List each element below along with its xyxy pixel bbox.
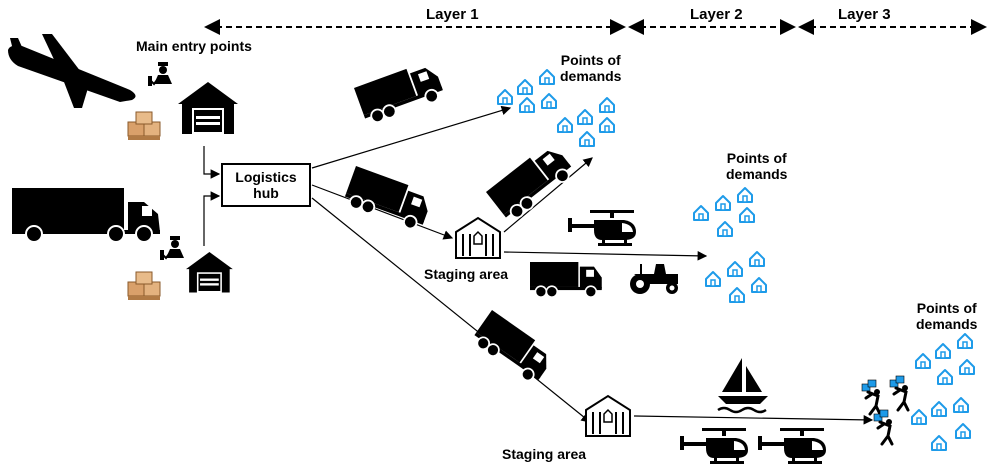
hub-to-staging1-arrow — [311, 184, 454, 240]
staging2-to-demand3-arrow — [633, 415, 874, 425]
customs-officer-icon — [147, 61, 173, 87]
layer1-label: Layer 1 — [420, 6, 485, 23]
layer2-label: Layer 2 — [684, 6, 749, 23]
demands-line1: Points of — [560, 52, 621, 68]
demands-line2: demands — [726, 166, 788, 182]
staging1-to-demand1-arrow — [503, 157, 593, 233]
entry2-connector — [203, 191, 221, 246]
customs-officer-icon — [159, 235, 185, 261]
logistics-hub-box: Logistics hub — [221, 163, 311, 207]
tractor-icon — [630, 264, 678, 294]
hub-to-staging2-arrow — [311, 197, 591, 423]
porter-icon — [860, 378, 882, 416]
points-of-demands-label: Points of demands — [916, 300, 977, 332]
demand2-houses — [693, 187, 767, 303]
demands-line1: Points of — [726, 150, 787, 166]
helicopter-icon — [680, 428, 748, 464]
demands-line1: Points of — [916, 300, 977, 316]
truck-icon — [469, 309, 557, 388]
hub-to-demand1-arrow — [311, 105, 512, 169]
staging1-to-demand2-arrow — [503, 251, 708, 261]
airplane-icon — [8, 34, 136, 108]
boxes-icon — [127, 111, 161, 141]
boxes-icon — [127, 271, 161, 301]
points-of-demands-label: Points of demands — [726, 150, 787, 182]
truck-icon — [485, 140, 578, 225]
porter-icon — [888, 374, 910, 412]
truck-icon — [353, 58, 447, 127]
warehouse-icon — [178, 82, 238, 134]
demands-line2: demands — [560, 68, 622, 84]
staging-area-label: Staging area — [502, 446, 587, 462]
sailboat-icon — [717, 358, 768, 414]
helicopter-icon — [758, 428, 826, 464]
truck-icon — [341, 165, 435, 234]
hub-label-line2: hub — [253, 185, 279, 201]
main-entry-points-label: Main entry points — [136, 38, 252, 54]
helicopter-icon — [568, 210, 636, 246]
points-of-demands-label: Points of demands — [560, 52, 621, 84]
staging-building-icon — [455, 217, 501, 259]
entry1-connector — [203, 146, 221, 179]
truck-icon — [12, 188, 160, 243]
demand3-houses — [911, 333, 975, 451]
hub-label-line1: Logistics — [235, 169, 297, 185]
demands-line2: demands — [916, 316, 978, 332]
staging-area-label: Staging area — [424, 266, 509, 282]
layer3-label: Layer 3 — [832, 6, 897, 23]
staging-building-icon — [585, 395, 631, 437]
warehouse-icon — [186, 252, 233, 293]
truck-icon — [529, 261, 603, 298]
porter-icon — [872, 408, 894, 446]
